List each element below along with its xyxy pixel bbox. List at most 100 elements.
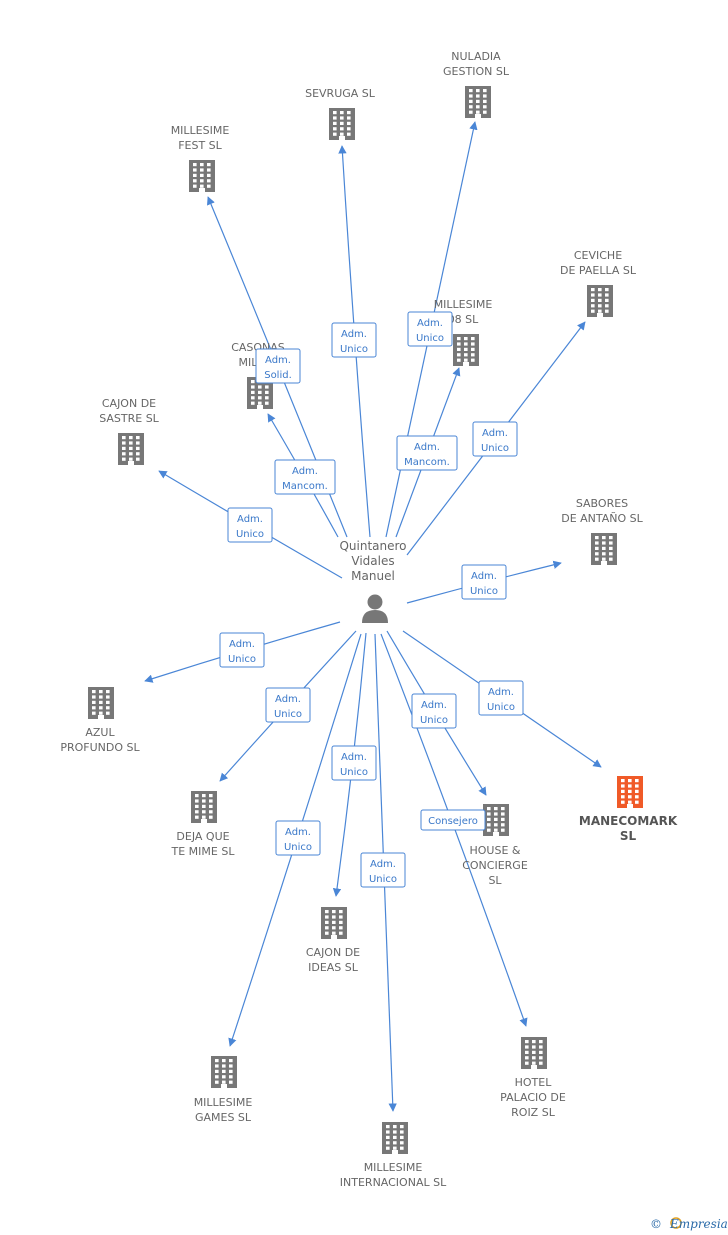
- building-window: [494, 817, 498, 821]
- edge-label-sevruga[interactable]: Adm.Unico: [331, 322, 377, 358]
- edge-label-hotel[interactable]: Consejero: [420, 809, 486, 831]
- building-door: [493, 832, 499, 836]
- building-icon[interactable]: [211, 1056, 237, 1088]
- building-window: [628, 800, 632, 804]
- node-label: MANECOMARK: [579, 814, 678, 828]
- edge-label-house[interactable]: Adm.Unico: [411, 693, 457, 729]
- building-window: [539, 1056, 543, 1060]
- footer-brand[interactable]: ©Empresia: [650, 1217, 728, 1231]
- building-icon[interactable]: [382, 1122, 408, 1154]
- edge-label-casonas[interactable]: Adm.Mancom.: [274, 459, 336, 495]
- building-window: [229, 1064, 233, 1068]
- edge-label-internacional[interactable]: Adm.Unico: [360, 852, 406, 888]
- building-window: [386, 1146, 390, 1150]
- edge-label-games[interactable]: Adm.Unico: [275, 820, 321, 856]
- building-window: [325, 926, 329, 930]
- edge-label-azul[interactable]: Adm.Unico: [219, 632, 265, 668]
- building-window: [99, 700, 103, 704]
- node-label: MILLESIME: [194, 1096, 253, 1109]
- building-window: [598, 298, 602, 302]
- building-window: [487, 828, 491, 832]
- node-label: PROFUNDO SL: [60, 741, 140, 754]
- edge-label-box: [407, 311, 453, 347]
- building-window: [591, 309, 595, 313]
- building-window: [501, 823, 505, 827]
- building-window: [393, 1141, 397, 1145]
- building-window: [325, 915, 329, 919]
- building-window: [457, 353, 461, 357]
- building-icon[interactable]: [321, 907, 347, 939]
- building-icon[interactable]: [191, 791, 217, 823]
- building-icon[interactable]: [483, 804, 509, 836]
- building-icon[interactable]: [617, 776, 643, 808]
- edge-label-millesime-08[interactable]: Adm.Mancom.: [396, 435, 458, 471]
- building-window: [595, 557, 599, 561]
- building-window: [193, 184, 197, 188]
- building-window: [609, 552, 613, 556]
- building-window: [340, 132, 344, 136]
- building-window: [258, 390, 262, 394]
- node-label: NULADIA: [451, 50, 501, 63]
- building-icon[interactable]: [521, 1037, 547, 1069]
- building-icon[interactable]: [189, 160, 215, 192]
- building-window: [605, 293, 609, 297]
- edge-label-sabores[interactable]: Adm.Unico: [461, 564, 507, 600]
- building-window: [393, 1146, 397, 1150]
- edge-label-deja[interactable]: Adm.Unico: [265, 687, 311, 723]
- building-icon[interactable]: [587, 285, 613, 317]
- building-icon[interactable]: [465, 86, 491, 118]
- building-window: [332, 926, 336, 930]
- edge-label-nuladia[interactable]: Adm.Unico: [407, 311, 453, 347]
- node-label: DE ANTAÑO SL: [561, 512, 643, 525]
- node-label: SL: [620, 829, 637, 843]
- edge-label-box: [360, 852, 406, 888]
- edge-label-box: [265, 687, 311, 723]
- building-window: [483, 89, 487, 93]
- edge-label-box: [274, 459, 336, 495]
- building-window: [621, 784, 625, 788]
- edge-label-text: Solid.: [264, 370, 292, 381]
- node-label: CONCIERGE: [462, 859, 528, 872]
- building-window: [92, 695, 96, 699]
- building-window: [609, 541, 613, 545]
- building-window: [339, 931, 343, 935]
- edge-label-cajon-ideas[interactable]: Adm.Unico: [331, 745, 377, 781]
- edge-label-text: Adm.: [292, 466, 318, 477]
- edge-label-cajon-sastre[interactable]: Adm.Unico: [227, 507, 273, 543]
- building-icon[interactable]: [329, 108, 355, 140]
- building-window: [193, 179, 197, 183]
- building-window: [200, 173, 204, 177]
- building-door: [463, 362, 469, 366]
- node-sevruga[interactable]: SEVRUGA SL: [305, 87, 376, 140]
- building-window: [393, 1135, 397, 1139]
- node-label: SL: [488, 874, 502, 887]
- building-icon[interactable]: [88, 687, 114, 719]
- building-window: [222, 1069, 226, 1073]
- building-window: [265, 390, 269, 394]
- building-icon[interactable]: [453, 334, 479, 366]
- building-icon[interactable]: [591, 533, 617, 565]
- edge-label-manecomark[interactable]: Adm.Unico: [478, 680, 524, 716]
- building-window: [532, 1050, 536, 1054]
- edge-label-box: [411, 693, 457, 729]
- edge-label-ceviche[interactable]: Adm.Unico: [472, 421, 518, 457]
- edge-label-millesime-fest[interactable]: Adm.Solid.: [255, 348, 301, 384]
- building-icon[interactable]: [118, 433, 144, 465]
